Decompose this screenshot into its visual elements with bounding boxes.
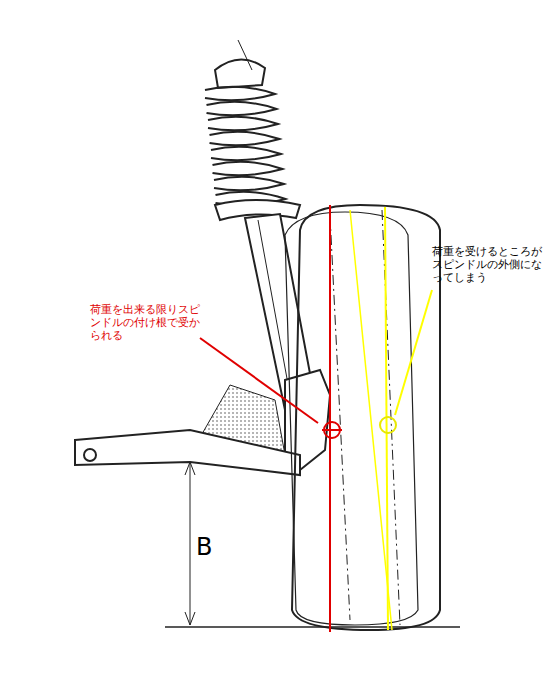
spring-coil [213, 162, 283, 175]
spring-coil [211, 147, 281, 160]
spring-coil [214, 177, 284, 190]
spring-coil [210, 132, 280, 145]
dimension-label: B [196, 533, 226, 562]
note-text: 荷重を出来る限りスピンドルの付け根で受かられる [90, 303, 208, 342]
spring-coil [207, 102, 277, 115]
spring-coil [205, 87, 275, 100]
spring-coil [208, 117, 278, 130]
note-text: 荷重を受けるところがスピンドルの外側になってしまう [432, 245, 542, 284]
